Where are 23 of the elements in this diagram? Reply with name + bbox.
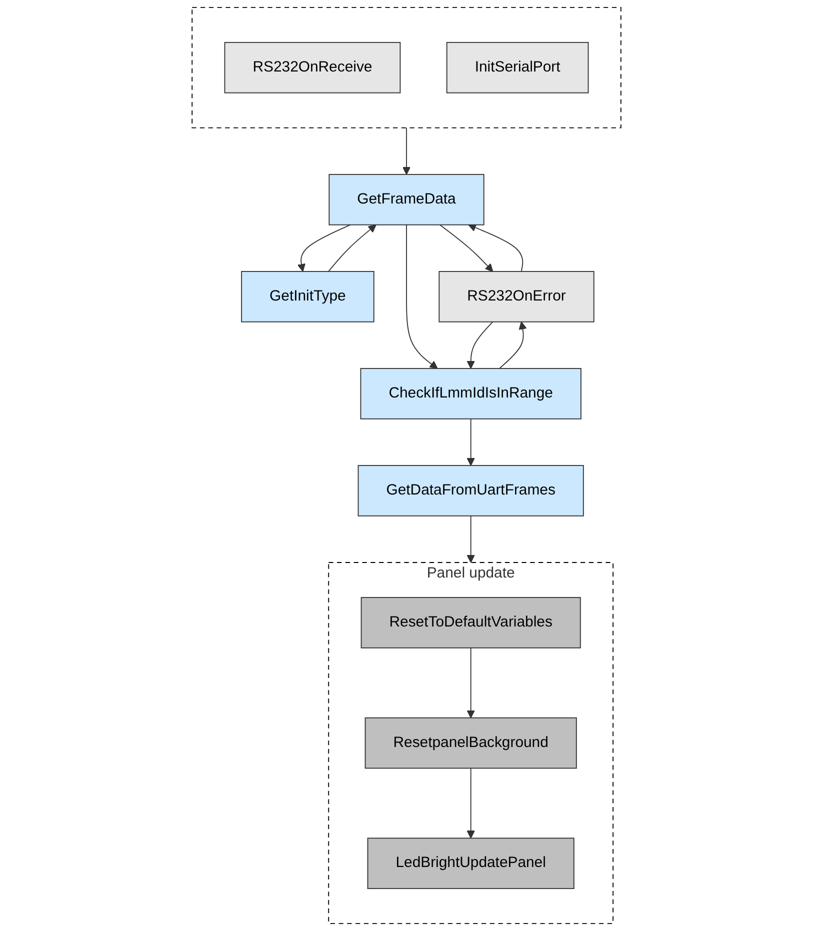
- cluster: [192, 7, 622, 128]
- arrow: [466, 768, 475, 839]
- node-box: GetDataFromUartFrames: [358, 465, 584, 516]
- arrow: [406, 224, 438, 369]
- arrow: [466, 515, 475, 563]
- arrow: [466, 647, 475, 718]
- node-box: ResetpanelBackground: [364, 717, 577, 769]
- arrow: [402, 127, 411, 175]
- arrow: [439, 224, 494, 272]
- node-box: GetInitType: [241, 271, 374, 322]
- arrow: [468, 224, 524, 272]
- node-box: LedBrightUpdatePanel: [367, 838, 574, 890]
- node-box: GetFrameData: [328, 174, 484, 226]
- arrow: [328, 224, 376, 272]
- arrow: [466, 321, 494, 369]
- arrow: [297, 224, 351, 272]
- node-box: CheckIfLmmIdIsInRange: [360, 368, 582, 420]
- arrow: [466, 418, 475, 466]
- node-box: RS232OnReceive: [224, 42, 401, 94]
- arrow: [498, 321, 527, 369]
- node-box: ResetToDefaultVariables: [360, 597, 581, 648]
- node-box: InitSerialPort: [446, 42, 589, 94]
- node-box: RS232OnError: [438, 271, 594, 322]
